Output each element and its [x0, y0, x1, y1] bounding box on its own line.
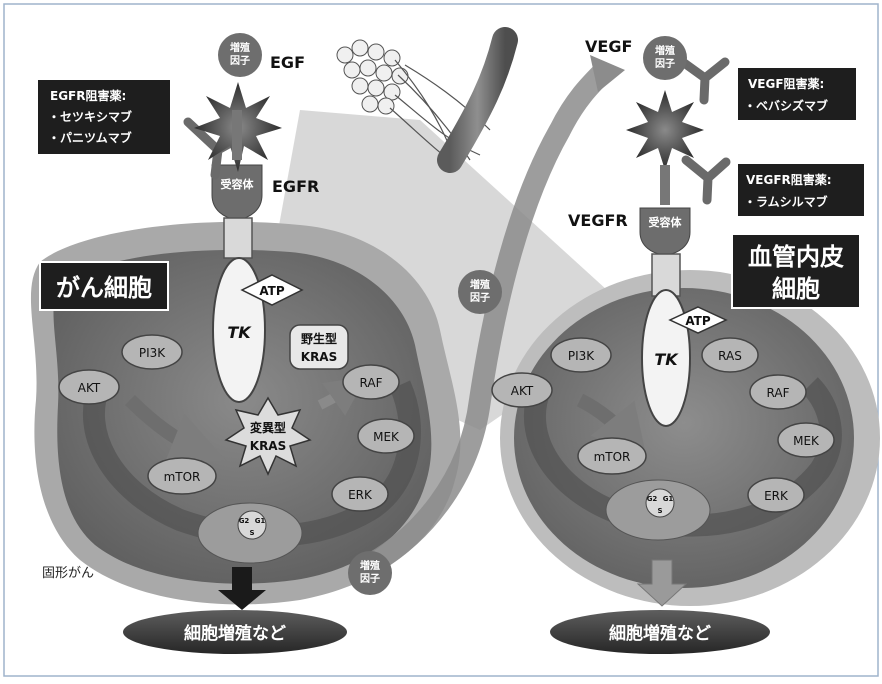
- node-raf-right-label: RAF: [767, 386, 790, 400]
- node-mtor-left-label: mTOR: [164, 470, 201, 484]
- mutant-kras-line2: KRAS: [250, 439, 286, 453]
- outcome-left-label: 細胞増殖など: [184, 623, 286, 644]
- node-mek-left-label: MEK: [373, 430, 400, 444]
- endothelial-title-line1: 血管内皮: [748, 243, 844, 271]
- wild-kras-line2: KRAS: [301, 350, 337, 364]
- node-erk-left-label: ERK: [348, 488, 373, 502]
- node-pi3k-left-label: PI3K: [139, 346, 166, 360]
- gf-badge-right: [643, 36, 687, 80]
- egfr-receptor-badge: 受容体: [221, 177, 255, 191]
- vegfr-receptor-badge: 受容体: [649, 215, 683, 229]
- gf-badge-mid: [458, 270, 502, 314]
- node-ras-right-label: RAS: [718, 349, 742, 363]
- egfr-receptor-stem: [224, 218, 252, 258]
- node-raf-left-label: RAF: [360, 376, 383, 390]
- vegf-drug-title: VEGF阻害薬:: [748, 76, 824, 91]
- cancer-cell-title: がん細胞: [56, 274, 152, 302]
- outcome-right-label: 細胞増殖など: [609, 623, 711, 644]
- vegfr-label: VEGFR: [568, 211, 628, 230]
- gf-badge-bottom-line1: 増殖: [360, 559, 380, 572]
- gf-badge-left-line2: 因子: [230, 55, 250, 67]
- egf-label: EGF: [270, 53, 305, 72]
- cycle-g1-left: G1: [255, 517, 266, 525]
- atp-label-left: ATP: [259, 284, 285, 298]
- gf-badge-left: [218, 33, 262, 77]
- solid-tumor-label: 固形がん: [42, 566, 94, 581]
- cycle-g2-right: G2: [647, 495, 658, 503]
- gf-badge-bottom: [348, 551, 392, 595]
- wild-kras-line1: 野生型: [301, 331, 337, 346]
- cycle-s-left: S: [249, 529, 254, 537]
- cycle-s-right: S: [657, 507, 662, 515]
- mutant-kras-line1: 変異型: [250, 420, 286, 435]
- vegfr-drug-title: VEGFR阻害薬:: [746, 172, 832, 187]
- node-akt-right-label: AKT: [511, 384, 534, 398]
- vegf-drug-1: ・ベバシズマブ: [744, 98, 828, 113]
- tk-label-left: TK: [227, 323, 252, 342]
- vegf-label: VEGF: [585, 37, 632, 56]
- node-mek-right-label: MEK: [793, 434, 820, 448]
- gf-badge-bottom-line2: 因子: [360, 573, 380, 585]
- gf-badge-left-line1: 増殖: [230, 41, 250, 54]
- atp-label-right: ATP: [685, 314, 711, 328]
- gf-badge-mid-line2: 因子: [470, 292, 490, 304]
- egfr-drug-title: EGFR阻害薬:: [50, 88, 126, 103]
- vegfr-drug-1: ・ラムシルマブ: [744, 194, 828, 209]
- cycle-g1-right: G1: [663, 495, 674, 503]
- cycle-g2-left: G2: [239, 517, 250, 525]
- node-akt-left-label: AKT: [78, 381, 101, 395]
- endothelial-title-line2: 細胞: [772, 275, 820, 303]
- node-pi3k-right-label: PI3K: [568, 349, 595, 363]
- egfr-drug-1: ・セツキシマブ: [48, 109, 132, 124]
- egfr-label: EGFR: [272, 177, 319, 196]
- egfr-drug-2: ・パニツムマブ: [48, 130, 132, 145]
- tk-label-right: TK: [654, 350, 679, 369]
- gf-badge-right-line1: 増殖: [655, 44, 675, 57]
- gf-badge-right-line2: 因子: [655, 58, 675, 70]
- node-mtor-right-label: mTOR: [594, 450, 631, 464]
- node-erk-right-label: ERK: [764, 489, 789, 503]
- gf-badge-mid-line1: 増殖: [470, 278, 490, 291]
